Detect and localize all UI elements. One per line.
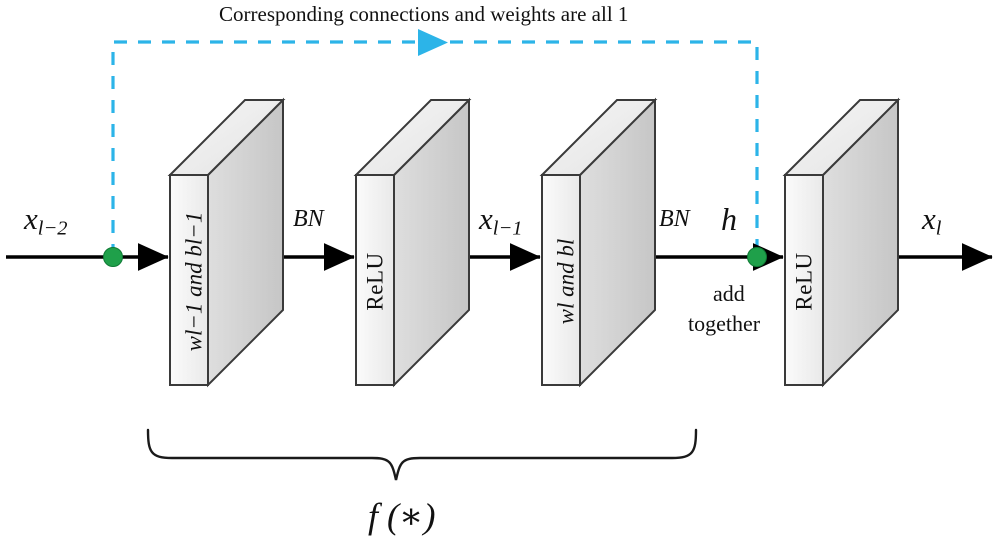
block-relu-1-shape <box>353 97 472 388</box>
skip-connection-caption: Corresponding connections and weights ar… <box>219 2 629 26</box>
block-weights-l-shape <box>539 97 658 388</box>
junction-split-dot <box>103 247 123 267</box>
label-add: add <box>713 281 745 306</box>
block-label-weights-l: wl and bl <box>553 238 579 325</box>
block-relu-2-shape <box>782 97 901 388</box>
label-together: together <box>688 311 761 336</box>
label-bn-2: BN <box>659 206 690 232</box>
label-sum-h: h <box>721 201 737 237</box>
label-output-x-l: xl <box>922 201 942 240</box>
block-label-relu-2: ReLU <box>791 252 817 311</box>
function-label: f (∗) <box>368 496 436 536</box>
block-weights-lm1-shape <box>167 97 286 388</box>
label-input-x-lm2: xl−2 <box>24 201 68 240</box>
block-label-relu-1: ReLU <box>362 252 388 311</box>
label-mid-x-lm1: xl−1 <box>479 201 523 240</box>
skip-connection-arrow-icon <box>418 29 448 56</box>
skip-connection-path <box>111 29 759 257</box>
label-bn-1: BN <box>293 206 324 232</box>
junction-merge-dot <box>747 247 767 267</box>
block-label-weights-lm1: wl−1 and bl−1 <box>181 211 207 352</box>
function-brace <box>146 428 698 481</box>
